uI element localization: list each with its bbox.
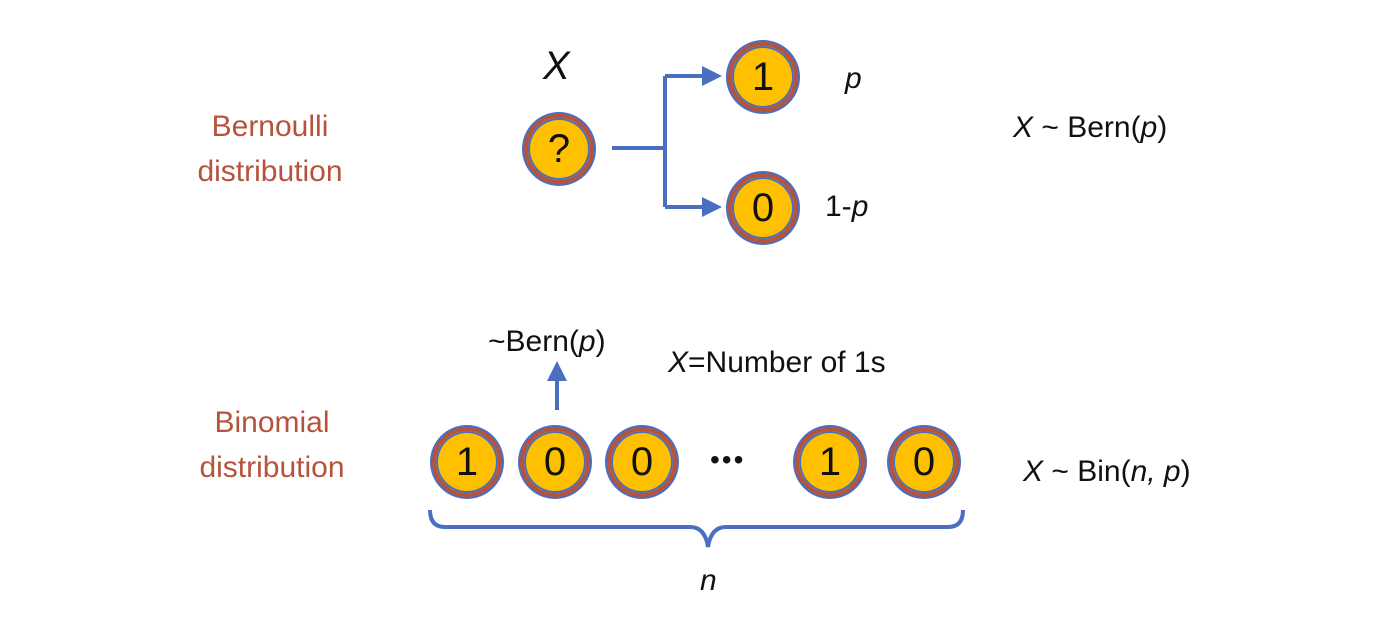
outcome-coin-0: 0	[728, 173, 798, 243]
trial-coin: 1	[795, 427, 865, 497]
trial-coin: 0	[607, 427, 677, 497]
bernoulli-branch-arrows	[612, 66, 722, 217]
count-definition: X=Number of 1s	[668, 346, 886, 379]
trial-distribution-label: ~Bern(p)	[488, 325, 606, 358]
brace-n-label: n	[700, 564, 717, 597]
random-variable-label: X	[543, 44, 570, 88]
n-brace	[428, 509, 965, 548]
bernoulli-label: Bernoulli distribution	[197, 110, 343, 188]
trial-coin: 0	[889, 427, 959, 497]
trial-coin: 1	[432, 427, 502, 497]
outcome-coin-1: 1	[728, 42, 798, 112]
probability-p: p	[845, 62, 862, 95]
binomial-label: Binomial distribution	[199, 406, 345, 484]
bernoulli-formula: X ~ Bern(p)	[1013, 111, 1168, 144]
probability-1-minus-p: 1-p	[825, 190, 869, 223]
binomial-formula: X ~ Bin(n, p)	[1023, 455, 1191, 488]
ellipsis: •••	[710, 444, 746, 475]
trial-coin: 0	[520, 427, 590, 497]
unknown-coin: ?	[524, 114, 594, 184]
